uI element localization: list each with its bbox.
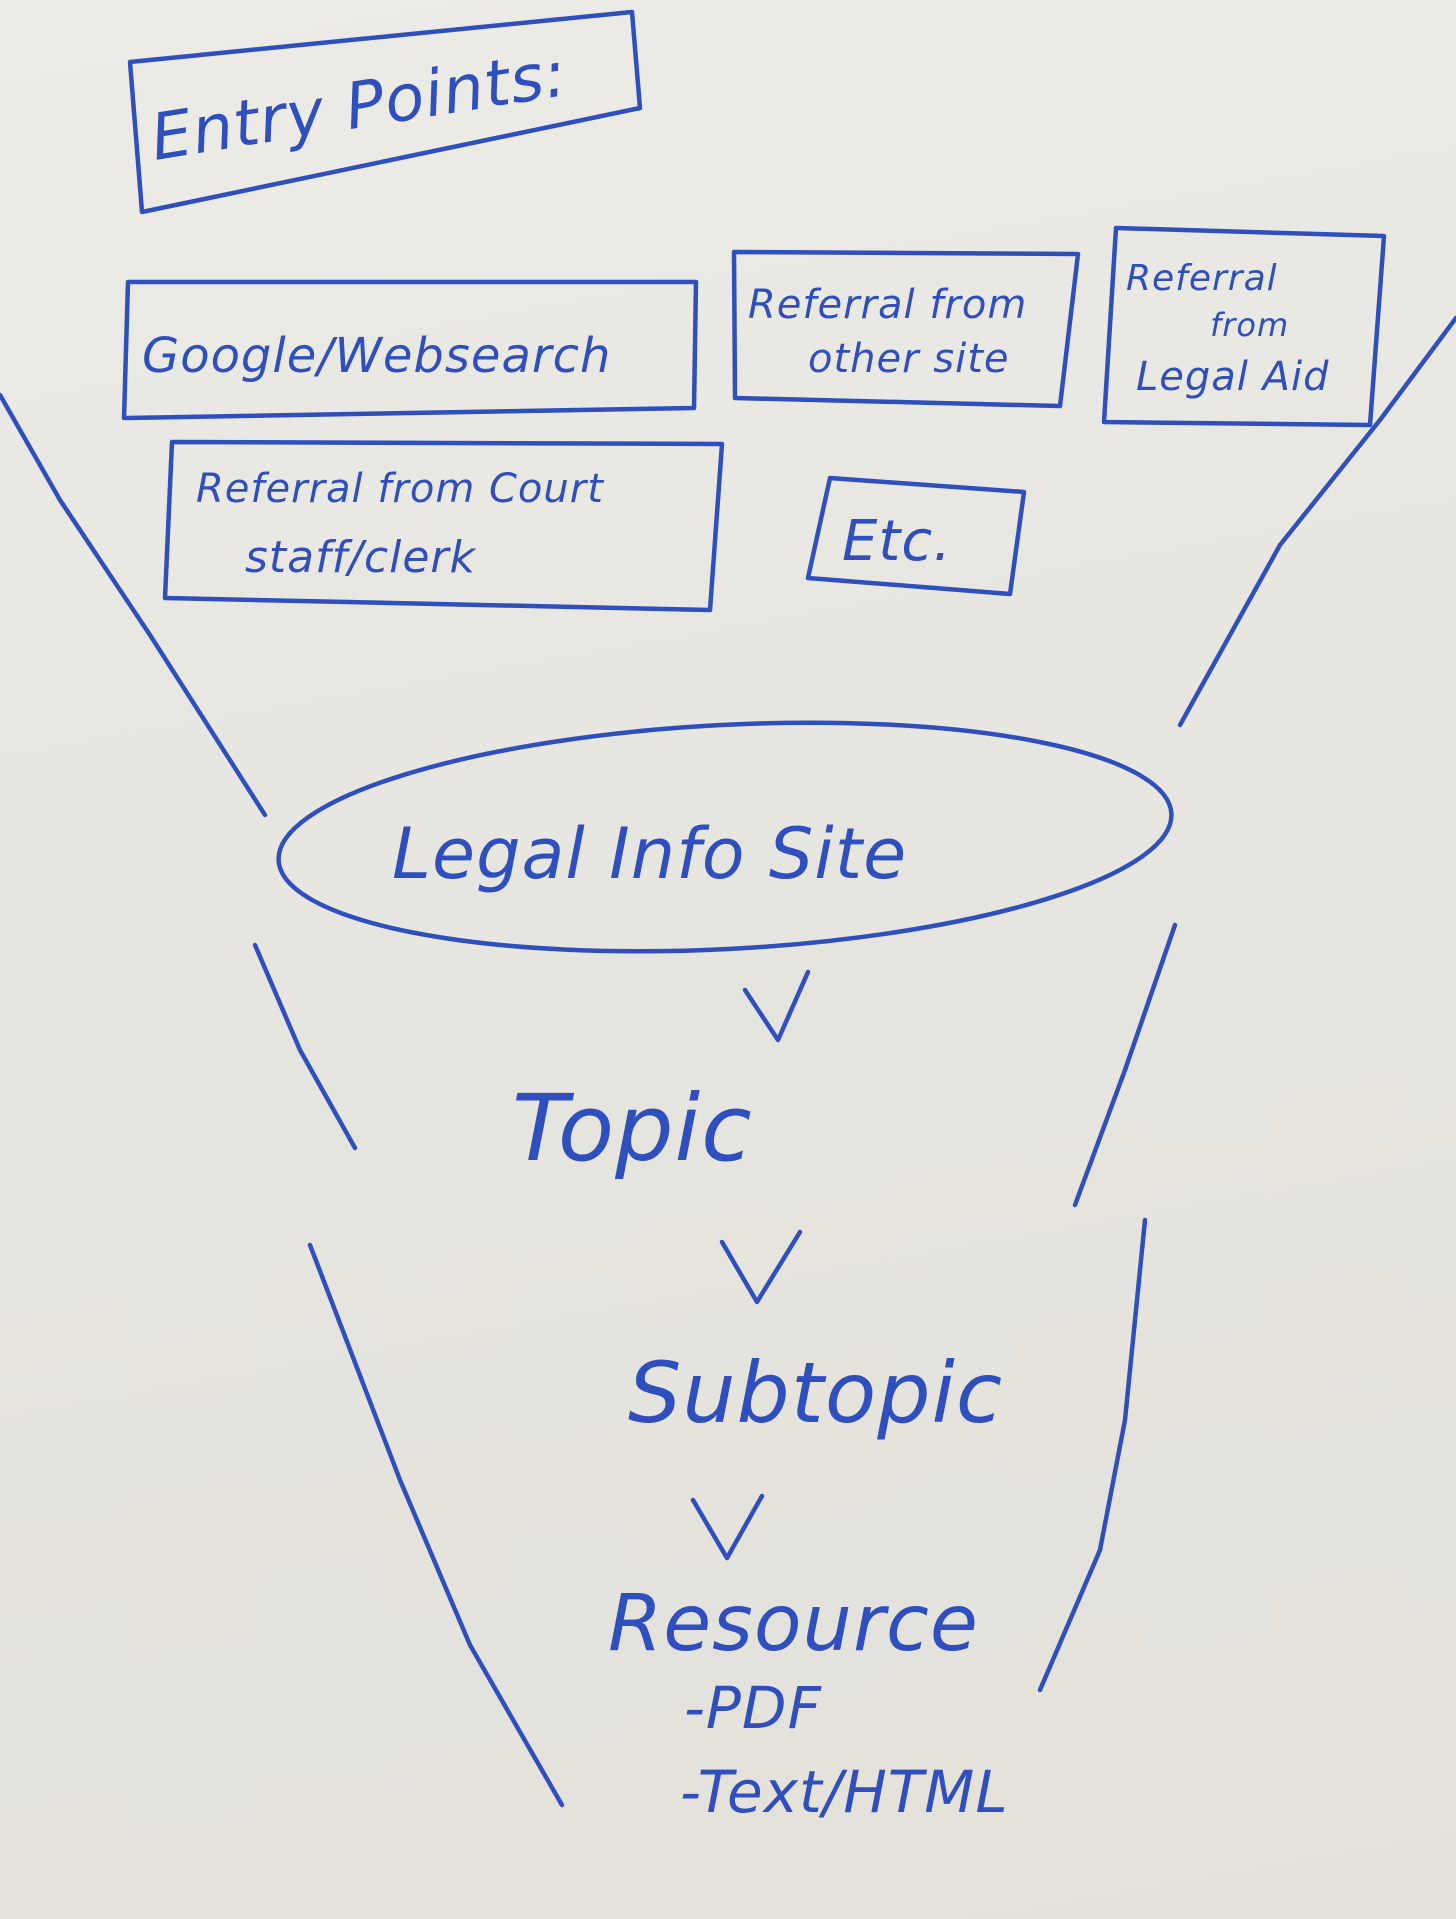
resource-type-pdf: -PDF xyxy=(684,1674,823,1742)
entry-label-legal-aid-line1: Referral xyxy=(1126,258,1278,299)
hub-ellipse xyxy=(276,720,1174,954)
funnel-left-middle-edge xyxy=(252,942,358,1151)
subtopic-label: Subtopic xyxy=(628,1344,1003,1442)
funnel-right-upper-edge xyxy=(1177,315,1456,728)
entry-box-google xyxy=(121,279,699,421)
arrow-topic-to-subtopic xyxy=(719,1229,803,1305)
entry-label-other-site-line1: Referral from xyxy=(748,282,1027,328)
funnel-right-lower-edge xyxy=(1037,1217,1148,1693)
entry-label-legal-aid-line2: from xyxy=(1210,306,1289,344)
hub-label: Legal Info Site xyxy=(392,813,907,895)
topic-label: Topic xyxy=(512,1075,753,1182)
entry-box-legal-aid xyxy=(1101,225,1387,428)
entry-box-court xyxy=(162,439,725,613)
entry-label-court-line1: Referral from Court xyxy=(196,466,604,512)
resource-label: Resource xyxy=(608,1579,979,1669)
entry-label-legal-aid-line3: Legal Aid xyxy=(1136,354,1330,400)
funnel-left-upper-edge xyxy=(0,392,268,818)
arrow-hub-to-topic xyxy=(742,969,811,1043)
heading-text: Entry Points: xyxy=(146,37,572,176)
entry-label-court-line2: staff/clerk xyxy=(245,532,477,583)
funnel-left-lower-edge xyxy=(307,1242,565,1808)
entry-label-google: Google/Websearch xyxy=(142,328,611,384)
entry-label-other-site-line2: other site xyxy=(808,336,1010,382)
funnel-right-middle-edge xyxy=(1072,922,1178,1208)
resource-type-html: -Text/HTML xyxy=(680,1758,1009,1826)
heading-box xyxy=(127,9,643,215)
entry-label-etc: Etc. xyxy=(842,509,952,574)
entry-box-etc xyxy=(805,475,1027,597)
arrow-subtopic-to-resource xyxy=(690,1493,765,1561)
entry-box-other-site xyxy=(731,249,1081,409)
